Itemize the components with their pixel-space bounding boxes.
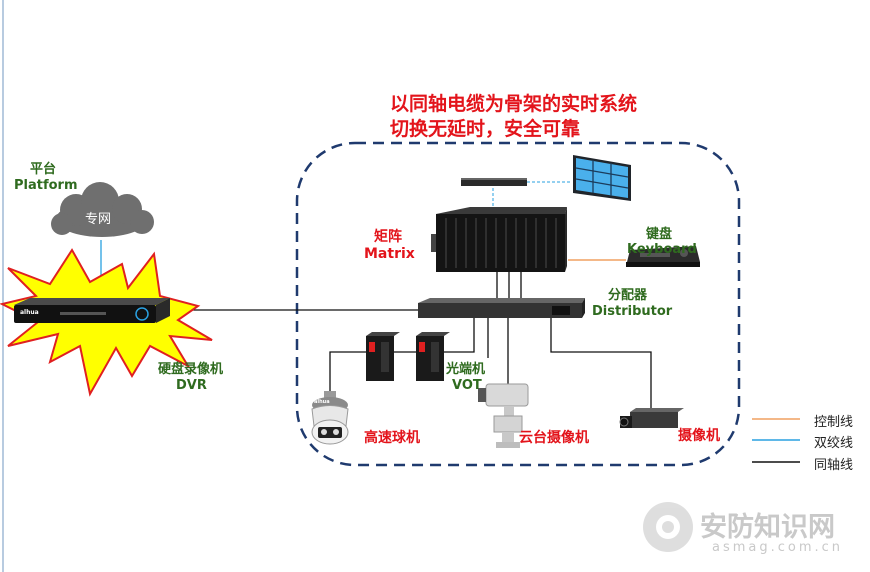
- legend-label-control: 控制线: [814, 415, 854, 430]
- vot-device-2-icon: [416, 332, 450, 381]
- watermark-name: 安防知识网: [700, 512, 835, 543]
- ptz-camera-icon: [478, 383, 529, 448]
- matrix-label-cn: 矩阵: [374, 229, 402, 245]
- dvr-brand: alhua: [20, 309, 39, 316]
- cloud-icon: [51, 182, 154, 237]
- platform-label-cn: 平台: [30, 162, 57, 177]
- monitor-wall-icon: [573, 155, 631, 201]
- keyboard-label-cn: 键盘: [646, 227, 673, 242]
- cloud-label: 专网: [85, 212, 112, 227]
- distributor-device-icon: [418, 298, 585, 318]
- speed-dome-label: 高速球机: [364, 430, 420, 446]
- diagram-title-line1: 以同轴电缆为骨架的实时系统: [390, 93, 638, 115]
- distributor-camera-link: [550, 318, 652, 412]
- dvr-device-icon: [14, 298, 170, 323]
- connection-lines: [100, 181, 652, 412]
- dvr-label-en: DVR: [176, 378, 207, 393]
- vot-device-1-icon: [366, 332, 400, 381]
- platform-label-en: Platform: [14, 178, 78, 193]
- diagram-title-line2: 切换无延时，安全可靠: [390, 118, 581, 140]
- camera-label: 摄像机: [678, 428, 720, 444]
- watermark-url: asmag.com.cn: [712, 540, 844, 555]
- box-camera-icon: [619, 408, 684, 428]
- distributor-label-en: Distributor: [592, 304, 673, 319]
- vot-label-en: VOT: [452, 378, 482, 393]
- matrix-label-en: Matrix: [364, 246, 415, 262]
- ptz-camera-label: 云台摄像机: [519, 430, 589, 446]
- legend-label-twisted: 双绞线: [814, 436, 854, 451]
- keyboard-device-icon: [626, 246, 700, 267]
- matrix-device-icon: [431, 207, 567, 272]
- system-frame: [295, 141, 741, 467]
- dome-brand: alhua: [314, 399, 330, 405]
- splitter-device-icon: [461, 178, 527, 186]
- keyboard-label-en: Keyboard: [627, 242, 697, 257]
- distributor-dome-link: [329, 318, 475, 395]
- left-edge-line: [2, 0, 4, 572]
- legend-label-coax: 同轴线: [814, 458, 854, 473]
- speed-dome-camera-icon: [311, 391, 349, 445]
- vot-label-cn: 光端机: [446, 362, 486, 377]
- dvr-label-cn: 硬盘录像机: [158, 362, 224, 377]
- watermark-logo-icon: [643, 502, 693, 552]
- distributor-label-cn: 分配器: [608, 288, 648, 303]
